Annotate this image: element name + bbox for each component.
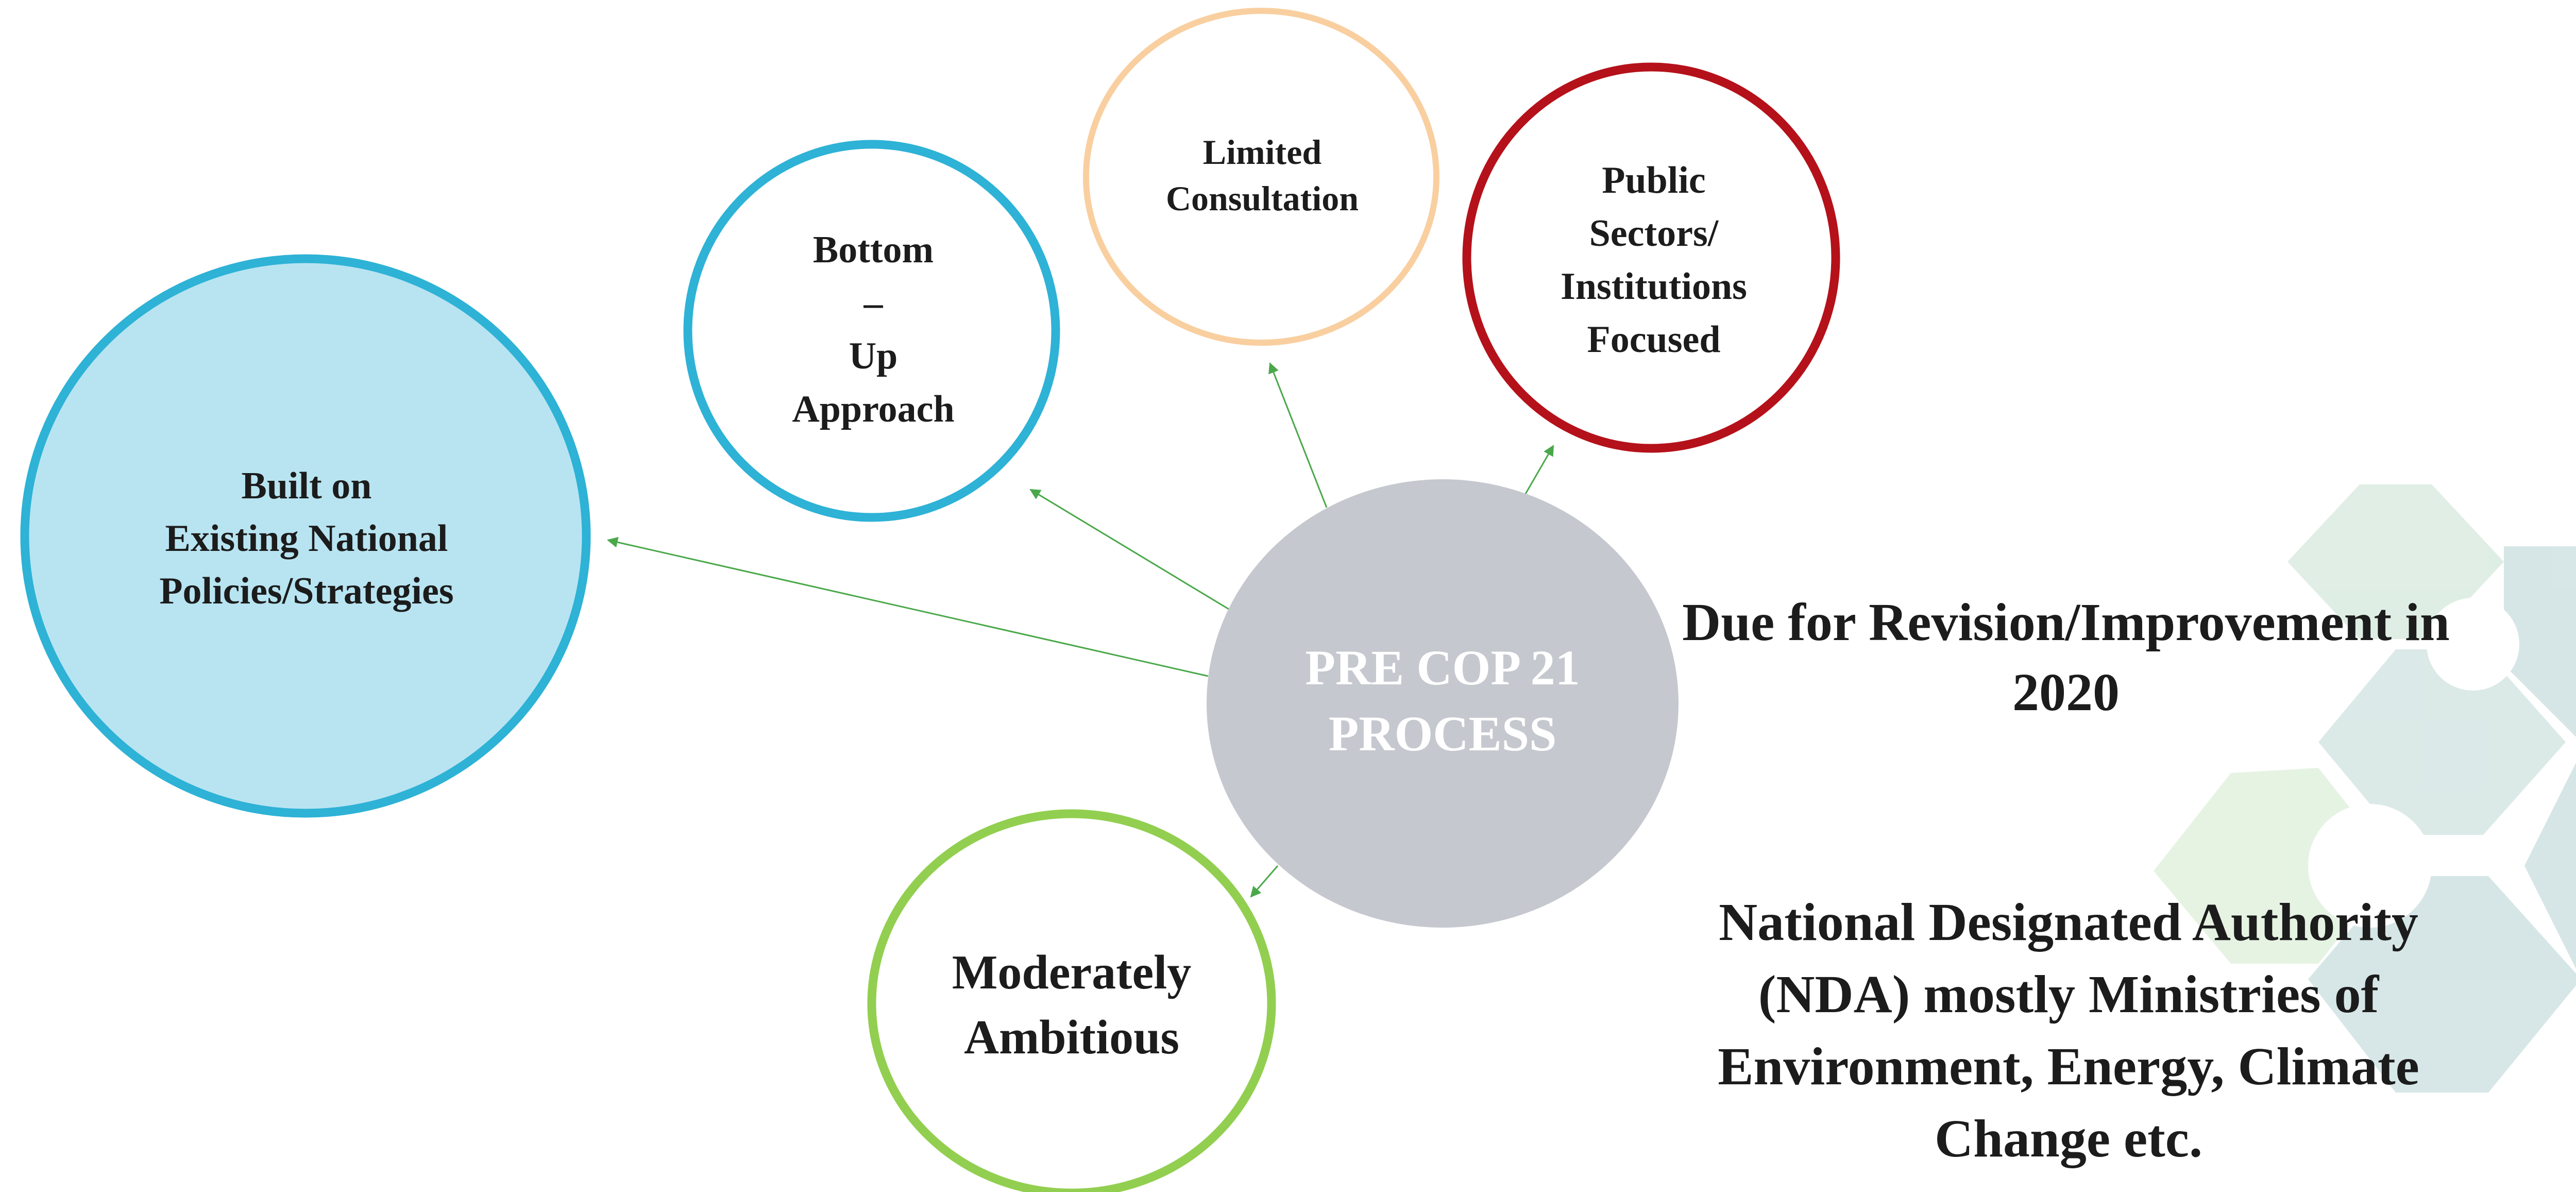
node-label-line: Public <box>1602 159 1706 202</box>
hexagon-shape <box>2287 484 2504 639</box>
node-moderately-label: Moderately Ambitious <box>896 938 1247 1072</box>
node-label-line: Institutions <box>1561 265 1747 308</box>
node-label-line: Ambitious <box>964 1011 1179 1064</box>
node-moderately-circle <box>867 809 1276 1192</box>
hexagon-shape <box>2308 876 2576 1093</box>
arrow-to-limited <box>1268 362 1328 508</box>
node-label-line: – <box>863 282 883 324</box>
arrow-to-moderately <box>1250 865 1279 898</box>
node-limited-label: Limited Consultation <box>1103 124 1422 227</box>
hexagon-shape <box>2504 546 2576 737</box>
node-label-line: Built on <box>241 465 372 507</box>
nda-note: National Designated Authority (NDA) most… <box>1643 886 2494 1175</box>
nda-note-line: Environment, Energy, Climate <box>1718 1037 2419 1096</box>
revision-note-line: Due for Revision/Improvement in <box>1682 593 2450 652</box>
arrow-to-public <box>1524 445 1554 495</box>
node-built-on-circle <box>20 254 591 818</box>
center-label-line: PROCESS <box>1328 706 1557 761</box>
nda-note-line: Change etc. <box>1935 1109 2202 1168</box>
node-label-line: Consultation <box>1165 179 1359 218</box>
center-circle <box>1207 479 1679 928</box>
node-public-circle <box>1462 62 1840 453</box>
nda-note-line: (NDA) mostly Ministries of <box>1758 965 2379 1024</box>
revision-note-line: 2020 <box>2012 663 2120 722</box>
node-label-line: Focused <box>1587 318 1721 361</box>
node-label-line: Up <box>849 335 898 377</box>
center-label-line: PRE COP 21 <box>1305 640 1580 695</box>
node-label-line: Moderately <box>952 946 1192 999</box>
node-bottom-up-label: Bottom – Up Approach <box>716 216 1030 443</box>
hexagon-hole <box>2308 804 2432 928</box>
node-bottom-up-circle <box>683 140 1060 522</box>
node-label-line: Limited <box>1202 132 1322 172</box>
hexagon-decoration <box>2154 484 2576 1093</box>
nda-note-line: National Designated Authority <box>1719 893 2418 952</box>
node-label-line: Sectors/ <box>1589 212 1719 255</box>
node-limited-circle <box>1083 8 1439 346</box>
hexagon-shape <box>2154 768 2396 964</box>
node-label-line: Existing National <box>165 517 448 560</box>
center-label: PRE COP 21 PROCESS <box>1236 624 1649 778</box>
node-label-line: Bottom <box>812 229 934 271</box>
arrow-to-built-on <box>606 536 1209 677</box>
node-label-line: Approach <box>792 388 955 430</box>
revision-note: Due for Revision/Improvement in 2020 <box>1674 587 2458 728</box>
node-label-line: Policies/Strategies <box>159 570 454 612</box>
node-built-on-label: Built on Existing National Policies/Stra… <box>72 433 541 644</box>
hexagon-hole <box>2427 598 2519 691</box>
hexagon-shape <box>2318 649 2566 835</box>
arrow-to-bottom-up <box>1029 489 1232 612</box>
node-public-label: Public Sectors/ Institutions Focused <box>1499 149 1808 371</box>
hexagon-shape <box>2524 763 2576 969</box>
